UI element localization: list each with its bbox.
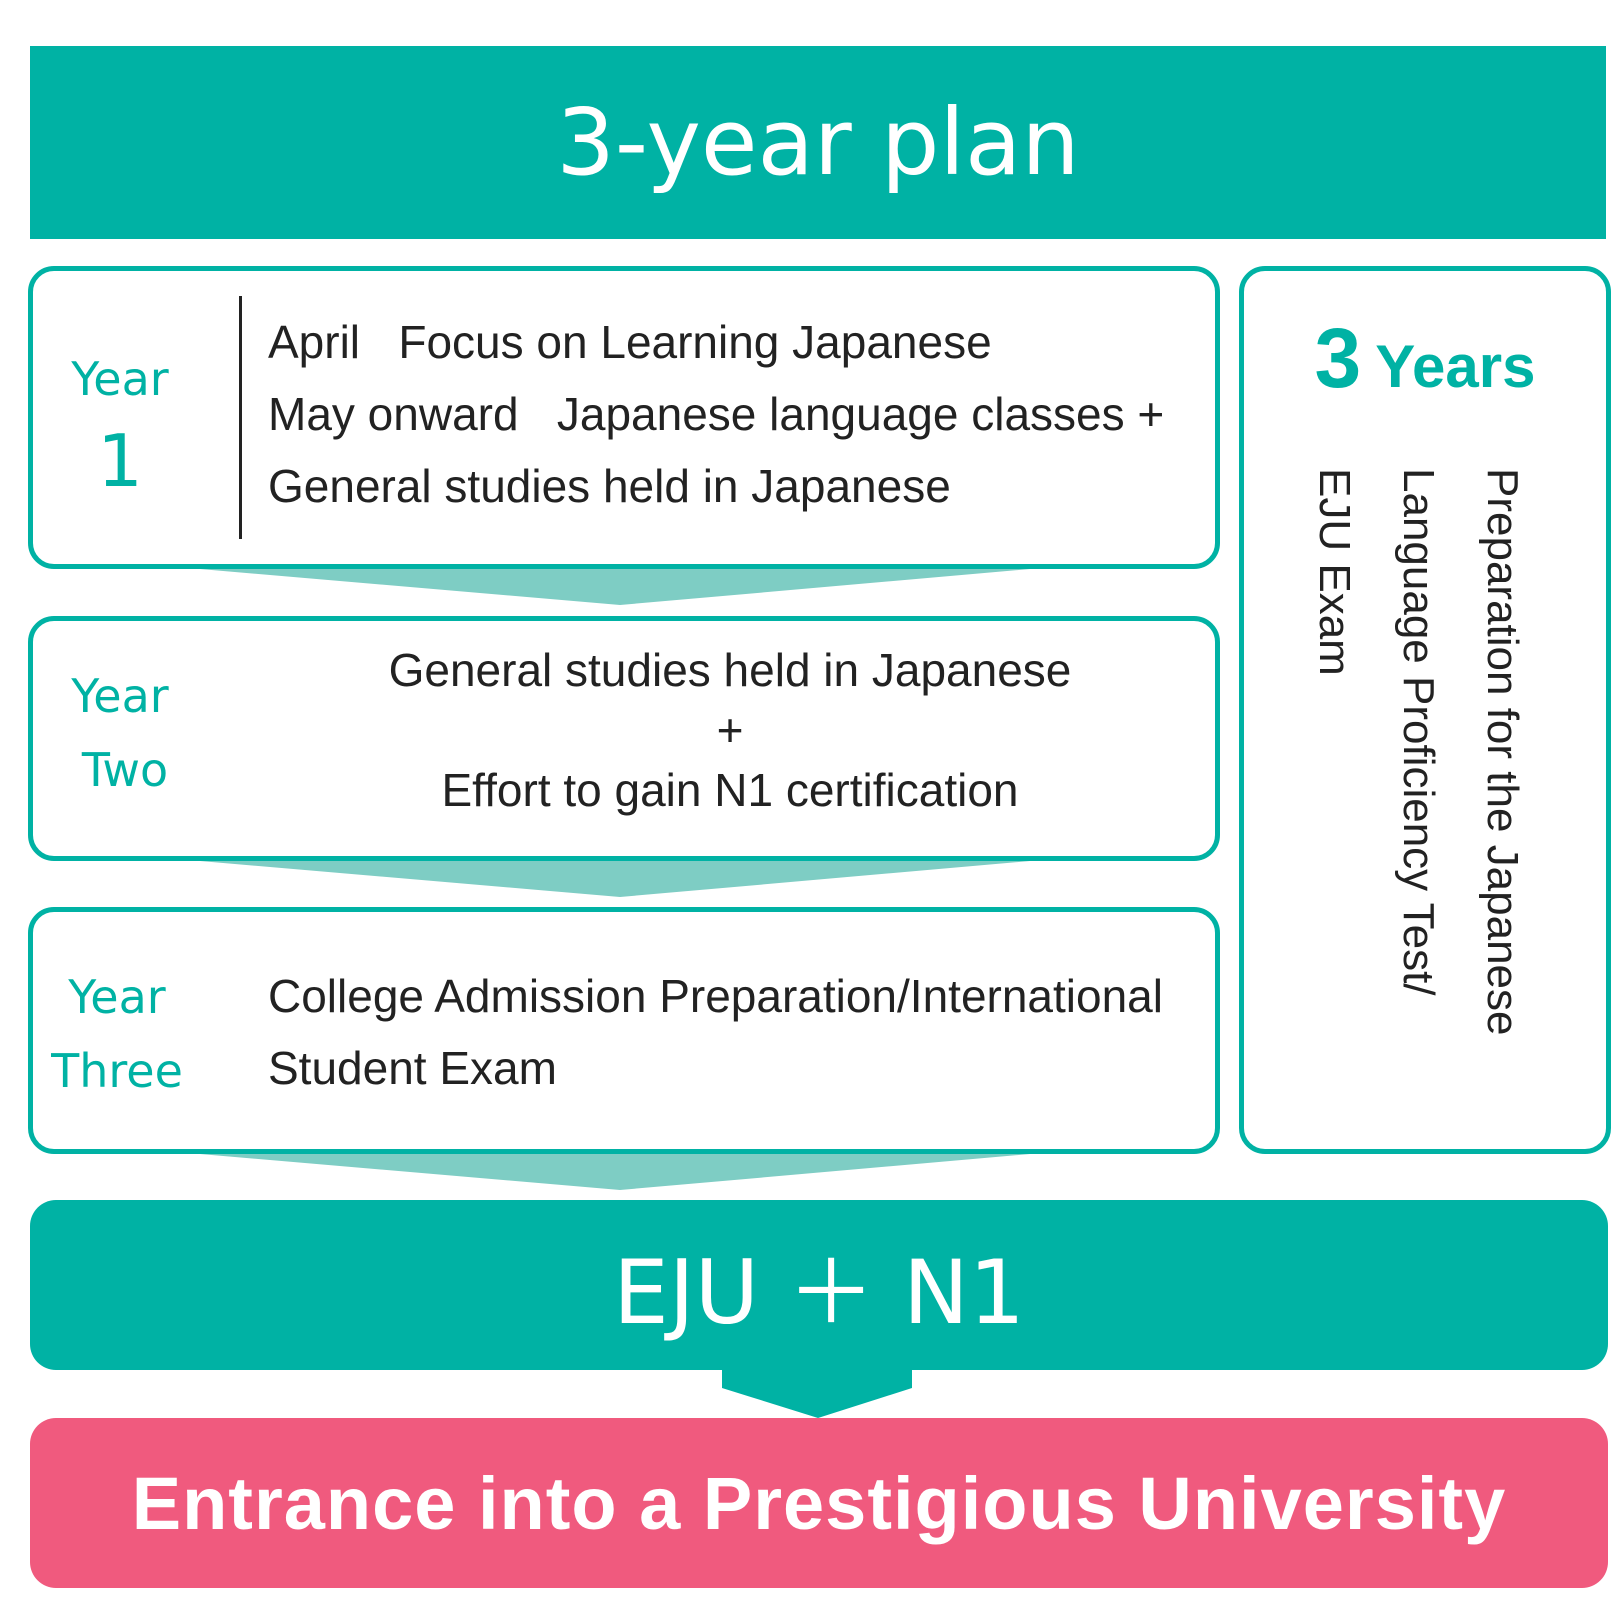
year-one-box — [28, 266, 1220, 569]
year-one-label-line1: Year — [71, 352, 169, 406]
year-one-line: May onward Japanese language classes + — [268, 388, 1165, 440]
year-three-label-line2: Three — [51, 1044, 183, 1098]
year-two-label-line2: Two — [81, 743, 169, 797]
year-two-label-line1: Year — [71, 669, 169, 723]
year-one-label-line2: 1 — [97, 419, 143, 503]
plan-title-banner: 3-year plan — [30, 46, 1606, 239]
result-label: EJU ＋ N1 — [613, 1240, 1025, 1344]
down-arrow-icon — [722, 1370, 912, 1418]
side-panel-line: EJU Exam — [1310, 468, 1359, 676]
year-two-text: General studies held in Japanese + Effor… — [290, 640, 1170, 820]
funnel-connector — [200, 861, 1030, 897]
year-three-label: Year Three — [22, 960, 212, 1108]
three-years-panel — [1239, 266, 1611, 1154]
funnel-connector — [200, 569, 1030, 605]
year-two-line: General studies held in Japanese — [388, 644, 1072, 696]
year-one-divider — [239, 296, 242, 539]
year-two-line: Effort to gain N1 certification — [441, 764, 1019, 816]
funnel-connector — [200, 1154, 1030, 1190]
year-two-line: + — [716, 704, 744, 756]
year-two-box — [28, 616, 1220, 861]
year-three-box — [28, 907, 1220, 1154]
year-one-label: Year 1 — [25, 342, 215, 506]
year-one-line: April Focus on Learning Japanese — [268, 316, 992, 368]
result-banner: EJU ＋ N1 — [30, 1200, 1608, 1370]
year-three-label-line1: Year — [68, 970, 166, 1024]
three-years-number: 3 — [1314, 311, 1362, 405]
three-years-word: Years — [1375, 333, 1536, 400]
side-panel-line: Preparation for the Japanese — [1478, 468, 1527, 1036]
goal-banner: Entrance into a Prestigious University — [30, 1418, 1608, 1588]
year-two-label: Year Two — [25, 659, 215, 807]
side-panel-line: Language Proficiency Test/ — [1394, 468, 1443, 996]
side-panel-vertical-text: Preparation for the Japanese Language Pr… — [1292, 468, 1544, 1108]
plan-title: 3-year plan — [556, 89, 1080, 196]
year-one-line: General studies held in Japanese — [268, 460, 951, 512]
year-one-text: April Focus on Learning Japanese May onw… — [268, 306, 1164, 522]
goal-label: Entrance into a Prestigious University — [131, 1461, 1507, 1545]
year-three-line: College Admission Preparation/Internatio… — [268, 970, 1163, 1022]
year-three-line: Student Exam — [268, 1042, 557, 1094]
year-three-text: College Admission Preparation/Internatio… — [268, 960, 1163, 1104]
